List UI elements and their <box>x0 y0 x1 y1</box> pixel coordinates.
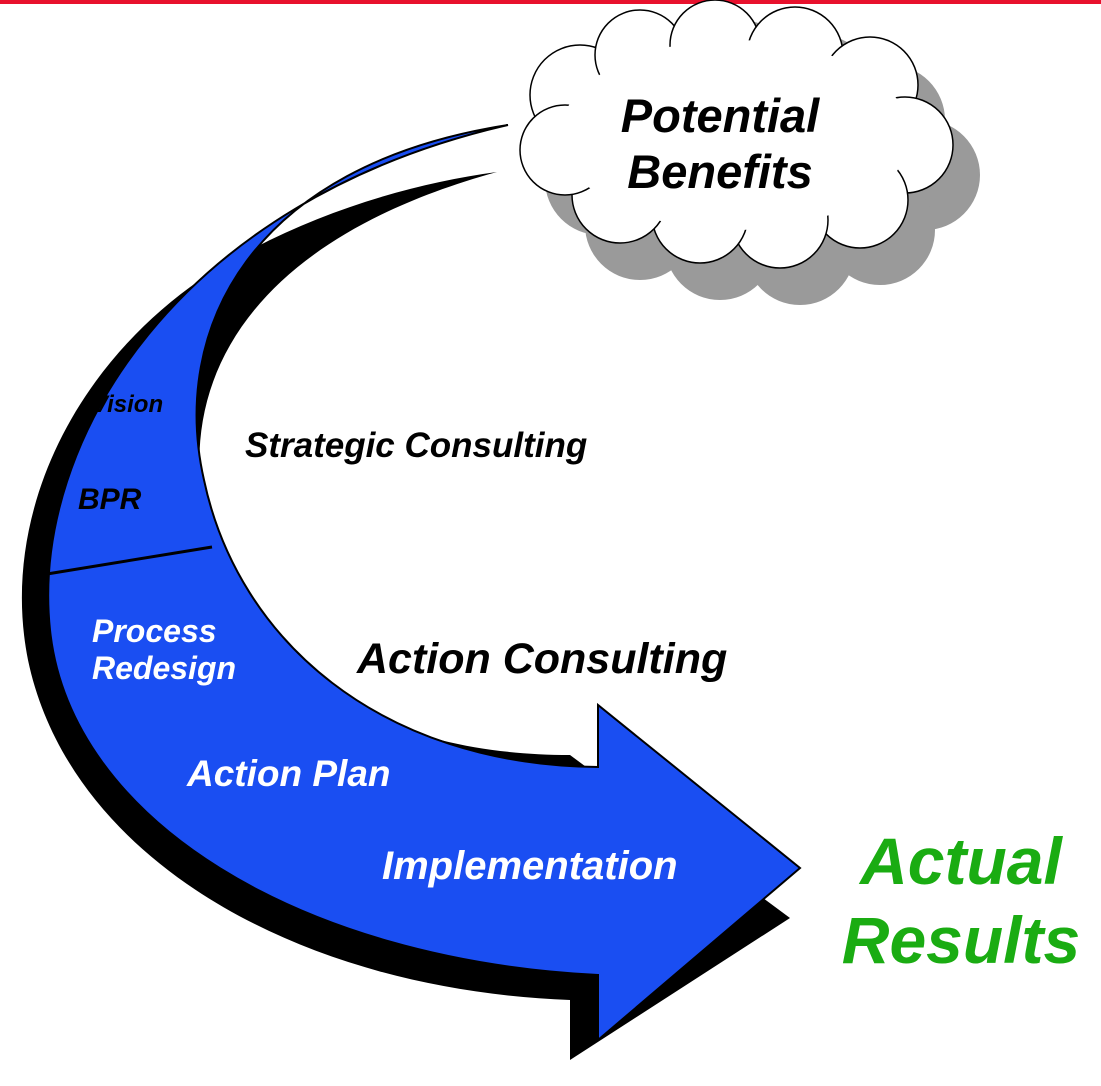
top-accent-bar <box>0 0 1101 4</box>
actual-results-line2: Results <box>841 903 1081 978</box>
curved-arrow <box>47 124 802 1043</box>
stage-bpr: BPR <box>78 483 142 516</box>
cloud-label-line1: Potential <box>620 89 820 142</box>
action-consulting-label: Action Consulting <box>357 635 728 683</box>
cloud-label: Potential Benefits <box>560 88 880 201</box>
stage-process-line1: Process <box>92 613 217 649</box>
actual-results-label: Actual Results <box>820 822 1101 980</box>
stage-implementation: Implementation <box>382 844 678 888</box>
stage-vision: Vision <box>92 391 164 418</box>
stage-process-line2: Redesign <box>92 649 237 686</box>
segment-divider <box>46 545 213 576</box>
stage-action-plan: Action Plan <box>187 753 391 794</box>
actual-results-line1: Actual <box>860 824 1062 898</box>
cloud <box>519 0 954 269</box>
cloud-label-line2: Benefits <box>627 145 813 199</box>
strategic-consulting-label: Strategic Consulting <box>245 426 588 465</box>
stage-process-redesign: Process Redesign <box>92 613 236 687</box>
